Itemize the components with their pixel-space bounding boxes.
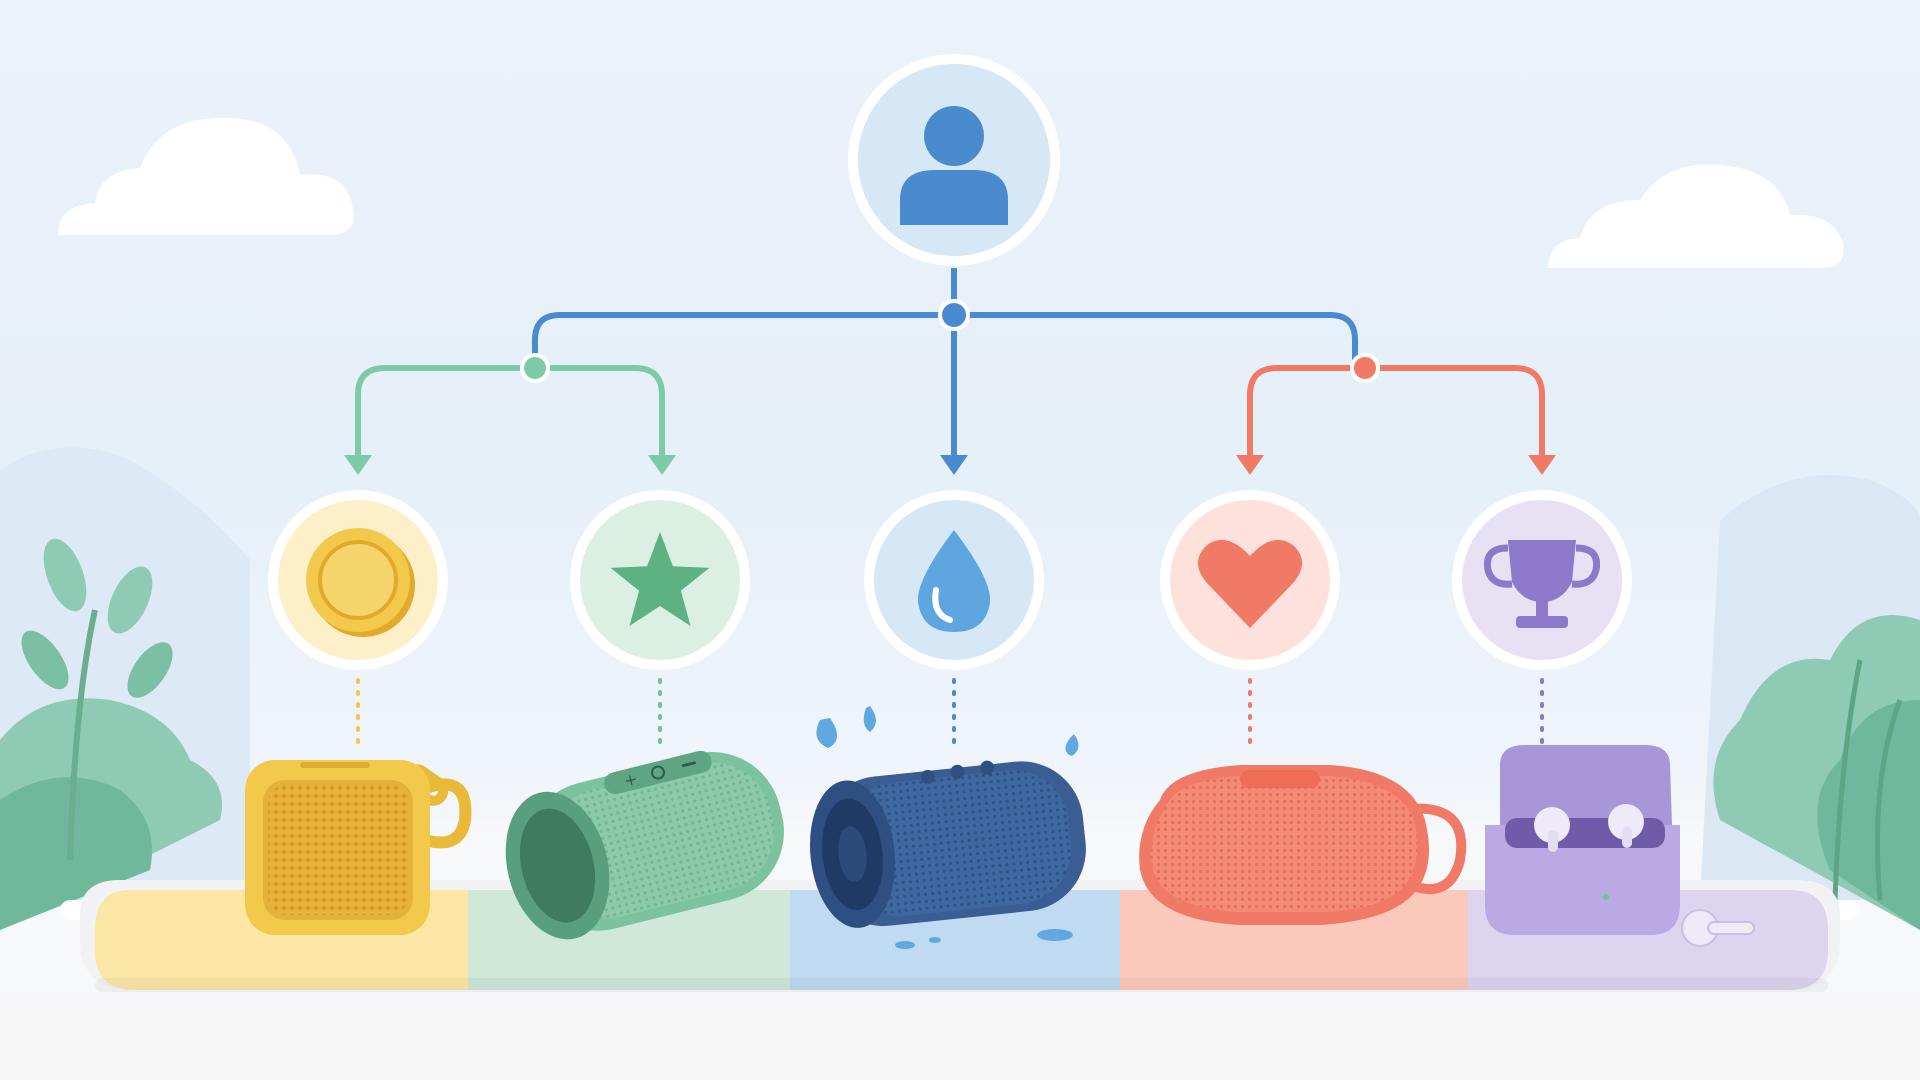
product-wireless-earbuds-case[interactable] [1485, 745, 1755, 947]
branch-nodes [268, 490, 1632, 752]
coin-icon [306, 528, 415, 637]
left-junction [520, 353, 550, 383]
trophy-icon [1483, 540, 1601, 628]
left-group-line [355, 365, 665, 458]
center-arrowhead [940, 455, 968, 475]
branch-node-quality[interactable] [570, 490, 750, 670]
connector-lines [344, 268, 1556, 475]
right-group-line [1247, 365, 1545, 458]
plant-left [0, 538, 222, 930]
earbud-loose [1681, 909, 1755, 947]
svg-text:+: + [622, 769, 640, 791]
cloud-left [58, 117, 354, 235]
root-junction [938, 299, 970, 331]
product-oval-speaker-coral[interactable] [1139, 765, 1467, 925]
cloud-right [1548, 164, 1844, 268]
star-icon [610, 532, 710, 627]
branch-node-premium[interactable] [1452, 490, 1632, 670]
root-node[interactable] [848, 54, 1060, 266]
plant-right [1713, 615, 1920, 930]
branch-node-favorite[interactable] [1160, 490, 1340, 670]
product-cylinder-speaker-green[interactable]: + [490, 735, 798, 950]
right-junction [1350, 353, 1380, 383]
water-drop-icon [917, 530, 991, 632]
arrowhead-favorite [1236, 455, 1264, 475]
branch-node-waterproof[interactable] [864, 490, 1044, 670]
arrowhead-quality [648, 455, 676, 475]
arrowhead-budget [344, 455, 372, 475]
product-cylinder-speaker-blue[interactable] [802, 706, 1092, 949]
product-square-mini-speaker[interactable] [245, 760, 472, 935]
arrowhead-premium [1528, 455, 1556, 475]
water-splash-icon [816, 706, 1079, 949]
person-icon [900, 106, 1008, 225]
heart-icon [1198, 539, 1302, 628]
branch-node-budget[interactable] [268, 490, 448, 670]
